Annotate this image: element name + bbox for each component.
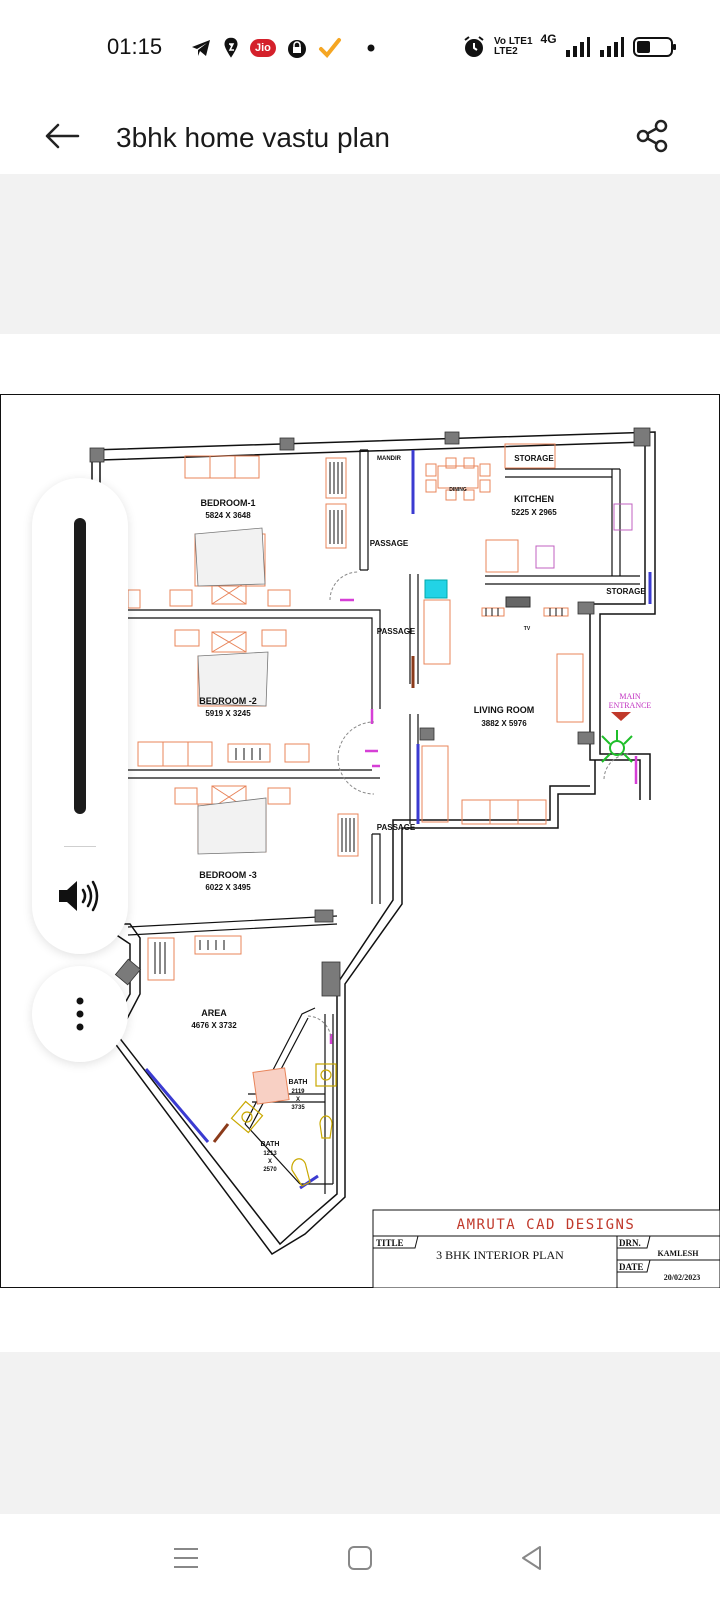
volume-button[interactable] <box>56 876 104 916</box>
battery-icon <box>632 37 676 57</box>
title-block: AMRUTA CAD DESIGNS TITLE 3 BHK INTERIOR … <box>372 1209 720 1288</box>
bed-sheets <box>194 527 269 855</box>
label-bath2-x: X <box>268 1159 272 1165</box>
title-block-drn-label: DRN. <box>619 1238 641 1248</box>
label-main-entrance-2: ENTRANCE <box>609 701 652 710</box>
nav-recents-button[interactable] <box>156 1528 216 1588</box>
share-icon <box>636 119 668 153</box>
volume-panel <box>32 478 128 954</box>
back-button[interactable] <box>42 116 82 156</box>
outer-walls <box>91 431 656 1255</box>
page-title: 3bhk home vastu plan <box>116 122 390 153</box>
sanitary-fixtures <box>230 1063 337 1187</box>
door-swings <box>307 571 631 1041</box>
label-storage-right: STORAGE <box>606 587 646 596</box>
content-placeholder-bottom <box>0 1352 720 1514</box>
more-options-button[interactable] <box>32 966 128 1062</box>
label-dining: DINING <box>449 487 467 493</box>
label-bedroom3: BEDROOM -3 <box>199 870 257 880</box>
navigation-bar <box>0 1514 720 1600</box>
label-kitchen: KITCHEN <box>514 494 554 504</box>
main-entrance-arrow <box>611 712 631 721</box>
volume-slider[interactable] <box>74 518 86 814</box>
status-time: 01:15 <box>107 34 163 59</box>
status-bar: 01:15 Jio Vo LTE1 LTE2 4G <box>0 0 720 96</box>
camera-lock-icon <box>287 40 306 58</box>
nav-home-button[interactable] <box>330 1528 390 1588</box>
label-bedroom2-dim: 5919 X 3245 <box>205 709 251 718</box>
label-mandir: MANDIR <box>377 456 402 462</box>
title-block-date-value: 20/02/2023 <box>664 1273 700 1282</box>
lte-line2: LTE2 <box>494 46 518 57</box>
telegram-icon <box>192 40 210 56</box>
label-area: AREA <box>201 1008 227 1018</box>
title-block-company: AMRUTA CAD DESIGNS <box>457 1217 636 1233</box>
recents-icon <box>174 1548 198 1568</box>
label-living-dim: 3882 X 5976 <box>481 719 527 728</box>
door-accent-brown-2 <box>212 1123 230 1143</box>
nav-back-button[interactable] <box>502 1528 562 1588</box>
dot-icon <box>367 44 375 52</box>
nav-back-icon <box>522 1546 541 1570</box>
volume-divider <box>64 846 96 847</box>
status-icons-right: Vo LTE1 LTE2 4G <box>462 32 677 62</box>
label-area-dim: 4676 X 3732 <box>191 1021 237 1030</box>
jio-icon: Jio <box>250 39 276 57</box>
label-kitchen-dim: 5225 X 2965 <box>511 508 557 517</box>
swiggy-icon <box>223 36 239 60</box>
signal-icon <box>565 37 590 57</box>
status-icons-left: Jio <box>190 34 378 62</box>
app-bar: 3bhk home vastu plan <box>0 96 720 174</box>
room-labels: MANDIR STORAGE DINING KITCHEN 5225 X 296… <box>191 454 646 1173</box>
alarm-icon <box>464 36 484 57</box>
label-storage-top: STORAGE <box>514 454 554 463</box>
label-bath1-d1: 2119 <box>291 1089 305 1095</box>
arrow-left-icon <box>45 123 80 149</box>
lte-line1: Vo LTE1 <box>494 36 533 47</box>
title-block-title-label: TITLE <box>376 1238 404 1248</box>
label-bath1: BATH <box>289 1079 308 1086</box>
title-block-date-label: DATE <box>619 1262 643 1272</box>
network-type: 4G <box>540 32 557 46</box>
title-block-title-value: 3 BHK INTERIOR PLAN <box>436 1248 564 1262</box>
signal-icon <box>599 37 624 57</box>
columns <box>89 427 651 997</box>
wardrobe-hatches <box>154 462 563 974</box>
more-vertical-icon <box>76 997 84 1031</box>
label-bedroom3-dim: 6022 X 3495 <box>205 883 251 892</box>
check-icon <box>318 38 341 58</box>
title-block-drn-value: KAMLESH <box>658 1249 700 1258</box>
label-passage3: PASSAGE <box>377 823 416 832</box>
entrance-plant <box>601 730 633 763</box>
label-tv: TV <box>524 626 531 632</box>
label-passage2: PASSAGE <box>377 627 416 636</box>
lte-indicator: Vo LTE1 LTE2 <box>494 37 533 57</box>
home-icon <box>348 1546 372 1570</box>
label-bath1-x: X <box>296 1097 300 1103</box>
label-bath2-d1: 1213 <box>263 1151 277 1157</box>
label-living: LIVING ROOM <box>474 705 535 715</box>
label-main-entrance-1: MAIN <box>619 692 641 701</box>
share-button[interactable] <box>632 116 672 156</box>
label-bedroom1-dim: 5824 X 3648 <box>205 511 251 520</box>
cyan-fixture <box>424 579 448 599</box>
content-placeholder-top <box>0 174 720 334</box>
label-bedroom1: BEDROOM-1 <box>200 498 255 508</box>
label-bath2-d2: 2570 <box>263 1167 277 1173</box>
label-bedroom2: BEDROOM -2 <box>199 696 257 706</box>
label-bath2: BATH <box>261 1141 280 1148</box>
label-passage1: PASSAGE <box>370 539 409 548</box>
label-bath1-d2: 3735 <box>291 1105 305 1111</box>
volume-icon <box>59 880 99 912</box>
